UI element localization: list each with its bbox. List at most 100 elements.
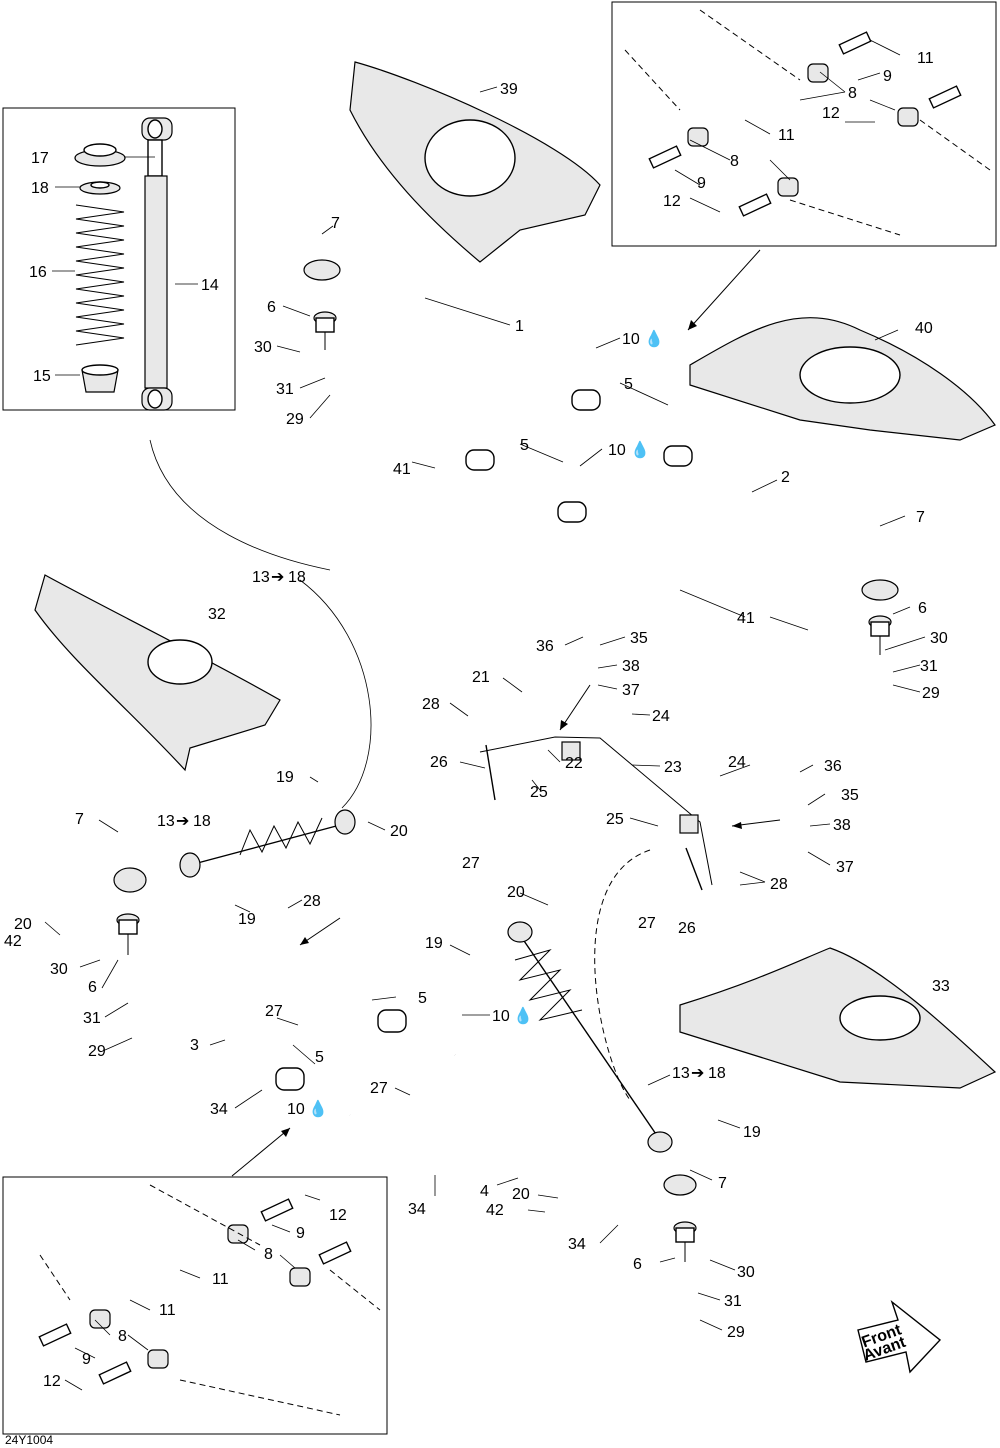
callout-10c: 10 xyxy=(287,1101,305,1118)
callout-9c: 9 xyxy=(296,1225,305,1242)
upper-inset-bushings xyxy=(624,9,991,236)
ball-joint-6-upper-right xyxy=(868,615,892,655)
callout-13a: 13 xyxy=(252,569,270,586)
callout-6a: 6 xyxy=(267,299,276,316)
a-arm-protector-32 xyxy=(34,574,281,772)
lower-bushing-detail-inset xyxy=(2,1176,388,1435)
drawing-code: 24Y1004 xyxy=(5,1433,53,1447)
callout-14: 14 xyxy=(201,277,219,294)
callout-18b: 18 xyxy=(193,813,211,830)
callout-12a: 12 xyxy=(822,105,840,122)
callout-34b: 34 xyxy=(408,1201,426,1218)
callout-34c: 34 xyxy=(568,1236,586,1253)
arrow-13b: ➔ xyxy=(176,813,189,830)
callout-19a: 19 xyxy=(276,769,294,786)
callout-5d: 5 xyxy=(418,990,427,1007)
callout-9a: 9 xyxy=(883,68,892,85)
callout-29a: 29 xyxy=(286,411,304,428)
callout-12c: 12 xyxy=(329,1207,347,1224)
callout-24a: 24 xyxy=(652,708,670,725)
callout-7a: 7 xyxy=(331,215,340,232)
callout-10b: 10 xyxy=(608,442,626,459)
callout-13c: 13 xyxy=(672,1065,690,1082)
callout-31d: 31 xyxy=(724,1293,742,1310)
callout-36a: 36 xyxy=(536,638,554,655)
callout-29c: 29 xyxy=(88,1043,106,1060)
drop-10a: 💧 xyxy=(644,329,664,348)
callout-40: 40 xyxy=(915,320,933,337)
callout-12b: 12 xyxy=(663,193,681,210)
callout-31a: 31 xyxy=(276,381,294,398)
front-shock-13-18 xyxy=(507,921,673,1153)
callout-25a: 25 xyxy=(530,784,548,801)
spring-stopper-15 xyxy=(81,364,119,393)
shock-inset-connector xyxy=(149,439,331,571)
callout-13b: 13 xyxy=(157,813,175,830)
callout-24b: 24 xyxy=(728,754,746,771)
callout-41b: 41 xyxy=(737,610,755,627)
callout-23: 23 xyxy=(664,759,682,776)
callout-27a: 27 xyxy=(462,855,480,872)
callout-9d: 9 xyxy=(82,1351,91,1368)
callout-10a: 10 xyxy=(622,331,640,348)
callout-8c: 8 xyxy=(264,1246,273,1263)
ball-joint-6-lower-left xyxy=(116,913,140,955)
callout-30c: 30 xyxy=(50,961,68,978)
rear-shock-13-18 xyxy=(179,809,356,878)
spring-16 xyxy=(75,204,125,346)
callout-5b: 5 xyxy=(520,437,529,454)
lower-inset-bushings xyxy=(38,1184,381,1416)
callout-20d: 20 xyxy=(512,1186,530,1203)
callout-29d: 29 xyxy=(727,1324,745,1341)
callout-2: 2 xyxy=(781,469,790,486)
callout-8b: 8 xyxy=(730,153,739,170)
callout-41a: 41 xyxy=(393,461,411,478)
callout-27c: 27 xyxy=(265,1003,283,1020)
callout-19b: 19 xyxy=(238,911,256,928)
callout-11a: 11 xyxy=(917,50,934,67)
drop-10d: 💧 xyxy=(513,1006,533,1025)
cotter-18 xyxy=(79,181,121,195)
callout-9b: 9 xyxy=(697,175,706,192)
callout-4: 4 xyxy=(480,1183,489,1200)
callout-1: 1 xyxy=(515,318,524,335)
callout-7c: 7 xyxy=(75,811,84,828)
callout-36b: 36 xyxy=(824,758,842,775)
callout-16: 16 xyxy=(29,264,47,281)
callout-37a: 37 xyxy=(622,682,640,699)
callout-21: 21 xyxy=(472,669,490,686)
arrow-13c: ➔ xyxy=(691,1065,704,1082)
callout-20b: 20 xyxy=(14,916,32,933)
lower-a-arm-4 xyxy=(349,1051,697,1196)
callout-11b: 11 xyxy=(778,127,795,144)
drop-10b: 💧 xyxy=(630,440,650,459)
lower-a-arm-3 xyxy=(113,867,407,1091)
callout-35b: 35 xyxy=(841,787,859,804)
callout-28b: 28 xyxy=(770,876,788,893)
callout-30a: 30 xyxy=(254,339,272,356)
arrow-13a: ➔ xyxy=(271,569,284,586)
callout-31b: 31 xyxy=(920,658,938,675)
callout-38a: 38 xyxy=(622,658,640,675)
a-arm-protector-33 xyxy=(679,947,997,1089)
ball-joint-6-lower-right xyxy=(673,1221,697,1262)
callout-7b: 7 xyxy=(916,509,925,526)
callout-35a: 35 xyxy=(630,630,648,647)
callout-5c: 5 xyxy=(315,1049,324,1066)
callout-22: 22 xyxy=(565,755,583,772)
inset-upper-arrow xyxy=(687,249,761,331)
callout-18a: 18 xyxy=(288,569,306,586)
callout-34a: 34 xyxy=(210,1101,228,1118)
upper-a-arm-2 xyxy=(557,445,899,601)
a-arm-protector-40 xyxy=(689,317,996,441)
callout-41c: 41 xyxy=(608,594,626,611)
callout-15: 15 xyxy=(33,368,51,385)
callout-numbers: 17 18 16 15 14 39 7 6 30 31 29 1 10 💧 5 … xyxy=(4,50,950,1390)
callout-26a: 26 xyxy=(430,754,448,771)
callout-37b: 37 xyxy=(836,859,854,876)
callout-39: 39 xyxy=(500,81,518,98)
callout-3: 3 xyxy=(190,1037,199,1054)
drop-10c: 💧 xyxy=(308,1099,328,1118)
callout-38b: 38 xyxy=(833,817,851,834)
